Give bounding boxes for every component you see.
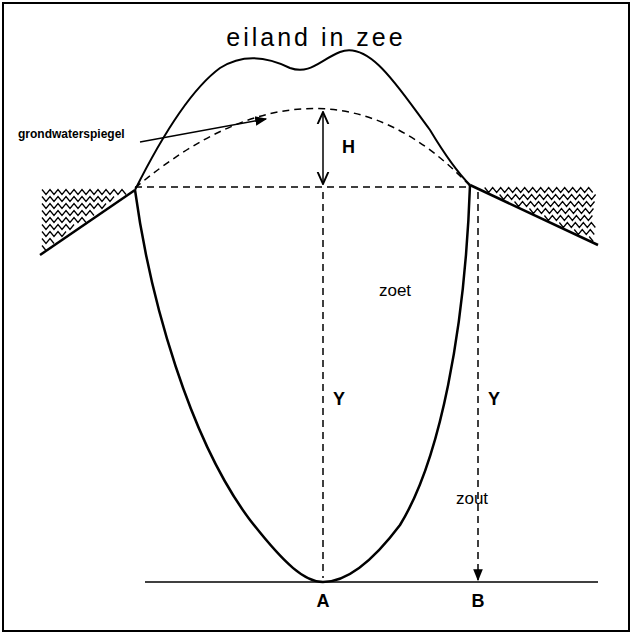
leader-line	[140, 119, 266, 142]
wave	[559, 223, 595, 228]
point-label: A	[317, 592, 330, 612]
wave	[42, 190, 126, 195]
wave	[42, 211, 94, 216]
water-table	[135, 108, 470, 188]
wave	[42, 246, 46, 251]
dimension-label: Y	[488, 390, 500, 410]
wave	[42, 218, 86, 223]
zone-label: zoet	[379, 282, 411, 301]
wave	[500, 195, 596, 200]
seabed	[40, 190, 135, 255]
y-dimension	[477, 192, 479, 580]
wave	[42, 239, 54, 244]
base-line	[145, 581, 598, 583]
fresh-salt-interface	[135, 185, 470, 582]
wave	[42, 225, 74, 230]
dimension-label: Y	[333, 390, 345, 410]
wave	[529, 209, 593, 214]
y-dimension	[322, 192, 324, 578]
wave	[42, 232, 66, 237]
frame	[3, 3, 629, 631]
wave	[42, 204, 106, 209]
wave	[544, 216, 592, 221]
wave	[485, 188, 593, 193]
wave	[515, 202, 595, 207]
sea-level	[135, 186, 470, 188]
water-table-label: grondwaterspiegel	[18, 128, 125, 141]
h-arrow	[322, 112, 324, 184]
wave	[42, 197, 114, 202]
wave	[574, 230, 594, 235]
seabed	[470, 185, 598, 245]
zone-label: zout	[456, 490, 488, 509]
island-surface	[135, 50, 470, 190]
point-label: B	[472, 592, 485, 612]
title: eiland in zee	[226, 24, 405, 52]
dimension-label: H	[342, 138, 355, 158]
